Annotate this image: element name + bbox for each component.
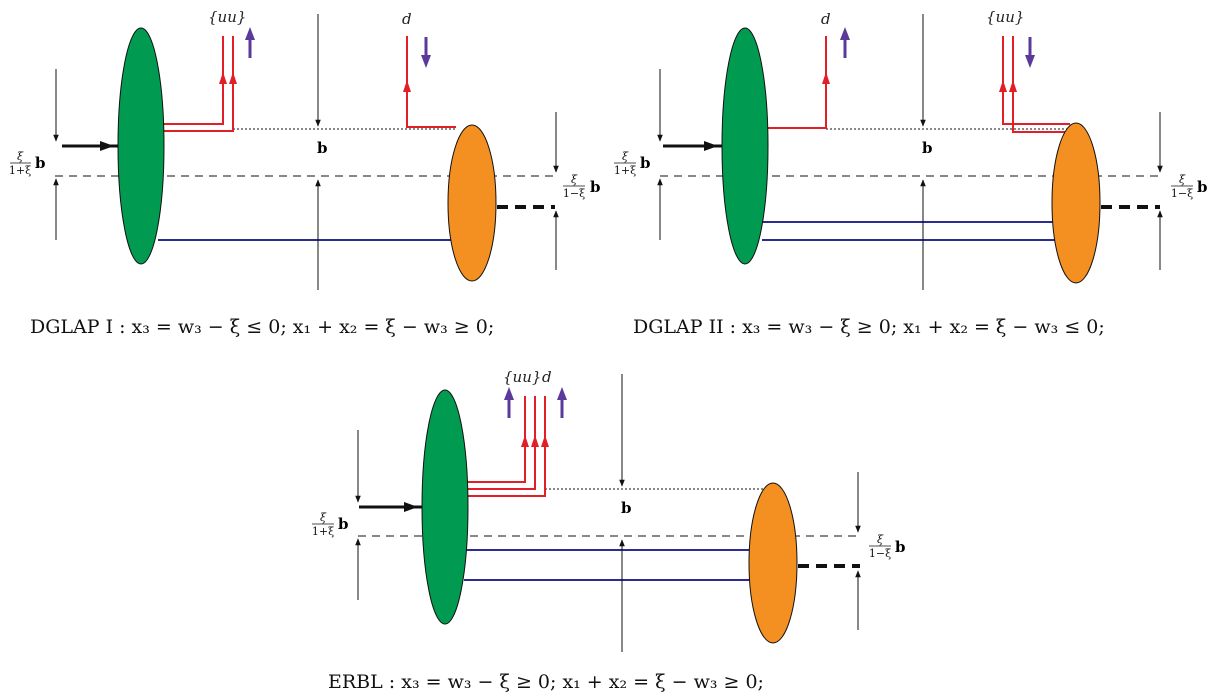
quark-arrow — [403, 80, 411, 92]
panel-dglap-1: {uu} d b ξ 1+ξ b ξ 1−ξ b DGLAP I : x₃ = … — [9, 8, 601, 338]
purple-up-arrow — [504, 387, 514, 418]
purple-up-arrow — [840, 27, 850, 58]
svg-text:b: b — [338, 515, 349, 533]
orange-blob — [748, 482, 798, 644]
label-b: b — [922, 139, 933, 157]
quark-arrow — [1009, 80, 1017, 92]
purple-down-arrow — [1025, 37, 1035, 68]
svg-text:b: b — [590, 178, 601, 196]
quark-line-u2 — [464, 396, 536, 490]
svg-text:ξ: ξ — [1179, 173, 1186, 186]
quark-line-u2 — [1012, 36, 1070, 133]
green-blob — [117, 27, 165, 265]
quark-line-d — [406, 36, 456, 128]
fraction-right: ξ 1−ξ b — [869, 533, 906, 560]
label-b: b — [621, 499, 632, 517]
svg-text:ξ: ξ — [320, 511, 327, 524]
fraction-right: ξ 1−ξ b — [1171, 173, 1208, 200]
svg-text:ξ: ξ — [571, 173, 578, 186]
quark-arrow — [531, 435, 539, 447]
quark-arrow — [229, 72, 237, 84]
svg-text:ξ: ξ — [877, 533, 884, 546]
quark-arrow — [999, 80, 1007, 92]
svg-text:1−ξ: 1−ξ — [869, 547, 891, 560]
fraction-left: ξ 1+ξ b — [9, 150, 46, 177]
caption-dglap-2: DGLAP II : x₃ = w₃ − ξ ≥ 0; x₁ + x₂ = ξ … — [633, 316, 1105, 338]
svg-text:ξ: ξ — [17, 150, 24, 163]
label-b: b — [317, 139, 328, 157]
quark-line-u1 — [464, 396, 526, 483]
quark-line-u1 — [1002, 36, 1070, 125]
label-uu: {uu} — [503, 368, 541, 386]
svg-text:b: b — [35, 154, 46, 172]
purple-down-arrow — [421, 37, 431, 68]
quark-line-d — [762, 36, 827, 129]
incoming-arrow — [704, 141, 718, 151]
quark-line-u1 — [158, 36, 224, 125]
label-d: d — [542, 368, 552, 386]
caption-erbl: ERBL : x₃ = w₃ − ξ ≥ 0; x₁ + x₂ = ξ − w₃… — [328, 671, 764, 693]
svg-text:1+ξ: 1+ξ — [9, 164, 31, 177]
quark-arrow — [219, 72, 227, 84]
label-uu: {uu} — [986, 8, 1024, 26]
label-uu: {uu} — [208, 8, 246, 26]
quark-arrow — [521, 435, 529, 447]
svg-text:b: b — [640, 154, 651, 172]
panel-erbl: {uu} d b ξ 1+ξ b ξ 1−ξ b ERBL : x₃ = w₃ … — [312, 368, 906, 693]
quark-arrow — [541, 435, 549, 447]
purple-up-arrow — [557, 387, 567, 418]
green-blob — [421, 389, 469, 625]
svg-text:b: b — [1197, 178, 1208, 196]
fraction-right: ξ 1−ξ b — [563, 173, 601, 200]
quark-line-u2 — [158, 36, 234, 132]
svg-text:1+ξ: 1+ξ — [312, 525, 334, 538]
svg-text:1+ξ: 1+ξ — [614, 164, 636, 177]
label-d: d — [402, 10, 412, 28]
fraction-left: ξ 1+ξ b — [614, 150, 651, 177]
caption-dglap-1: DGLAP I : x₃ = w₃ − ξ ≤ 0; x₁ + x₂ = ξ −… — [30, 316, 494, 338]
svg-text:b: b — [895, 538, 906, 556]
purple-up-arrow — [245, 27, 255, 58]
fraction-left: ξ 1+ξ b — [312, 511, 349, 538]
quark-line-d — [464, 396, 546, 497]
quark-arrow — [822, 72, 830, 84]
orange-blob — [447, 124, 497, 282]
orange-blob — [1051, 122, 1101, 284]
incoming-arrow — [100, 141, 114, 151]
label-d: d — [821, 10, 831, 28]
panel-dglap-2: d {uu} b ξ 1+ξ b ξ 1−ξ b DGLAP II : x₃ =… — [614, 8, 1208, 338]
svg-text:1−ξ: 1−ξ — [563, 187, 585, 200]
incoming-arrow — [404, 502, 418, 512]
green-blob — [721, 27, 769, 265]
svg-text:1−ξ: 1−ξ — [1171, 187, 1193, 200]
svg-text:ξ: ξ — [622, 150, 629, 163]
